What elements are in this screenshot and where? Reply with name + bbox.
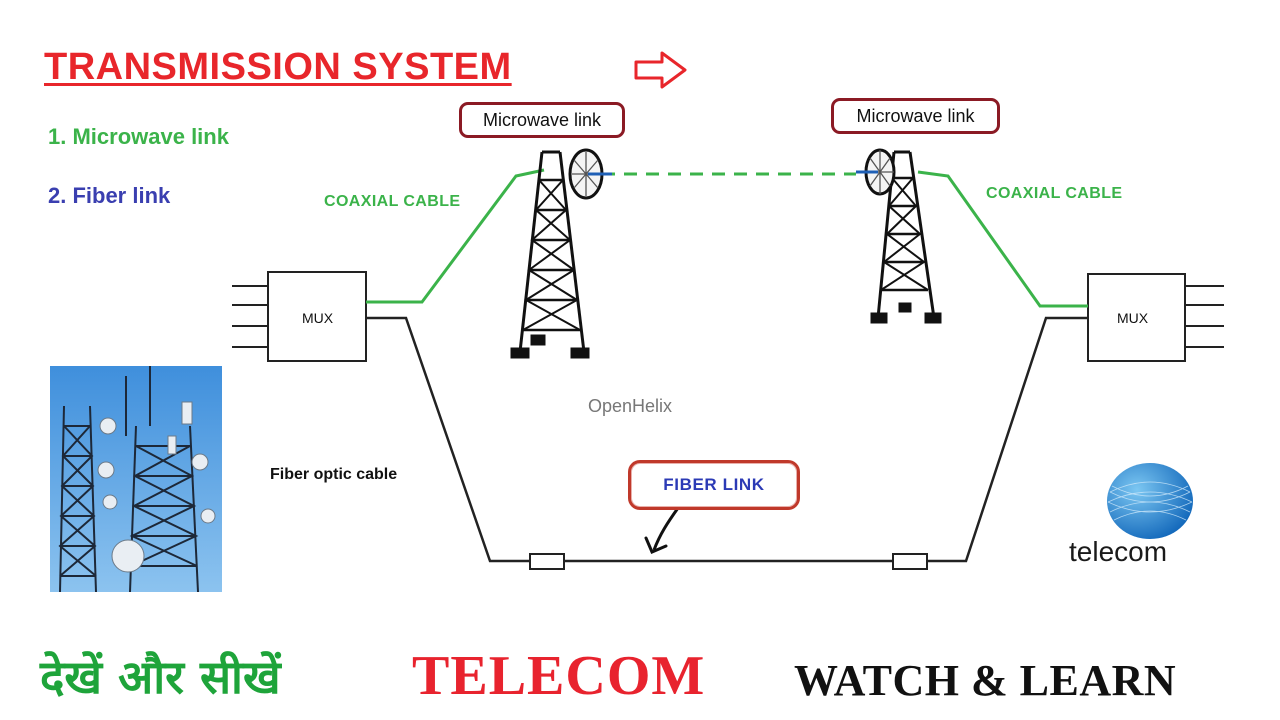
mux-right-label: MUX — [1117, 310, 1149, 326]
fiber-link-pointer — [652, 507, 680, 551]
fiber-optic-cable-path — [366, 316, 530, 563]
microwave-link-label-right: Microwave link — [831, 98, 1000, 134]
right-arrow-outline-icon — [634, 51, 687, 89]
fiber-connector-left — [529, 553, 565, 570]
mux-right-box — [1087, 273, 1186, 362]
footer-watch-learn-text: WATCH & LEARN — [794, 656, 1177, 705]
dish-antenna-icon — [856, 148, 896, 196]
watermark: OpenHelix — [588, 396, 673, 416]
mux-left-box — [267, 271, 367, 362]
slide-frame — [16, 0, 1268, 630]
microwave-link-label-left: Microwave link — [459, 102, 625, 138]
coaxial-cable-left — [366, 168, 545, 304]
fiber-connector-right — [892, 553, 928, 570]
dish-antenna-icon — [568, 148, 612, 200]
page-title: TRANSMISSION SYSTEM — [44, 46, 512, 88]
microwave-tower-icon — [870, 150, 942, 324]
fiber-optic-cable-label: Fiber optic cable — [270, 466, 398, 483]
telecom-logo-text: telecom — [1069, 536, 1168, 567]
coaxial-cable-label-right: COAXIAL CABLE — [986, 185, 1123, 202]
mux-left-label: MUX — [302, 310, 334, 326]
list-item-fiber: 2. Fiber link — [48, 183, 171, 208]
list-item-microwave: 1. Microwave link — [48, 124, 229, 149]
footer-hindi-text: देखें और सीखें — [40, 650, 281, 704]
coaxial-cable-right — [917, 170, 1088, 308]
microwave-tower-icon — [510, 150, 590, 359]
fiber-link-label: FIBER LINK — [628, 460, 800, 510]
telecom-globe-logo-icon — [1107, 463, 1193, 539]
coaxial-cable-label-left: COAXIAL CABLE — [324, 193, 461, 210]
tower-photo — [50, 366, 222, 592]
right-mux-outputs — [1185, 285, 1224, 348]
footer-telecom-text: TELECOM — [412, 645, 706, 707]
left-mux-inputs — [232, 285, 268, 348]
